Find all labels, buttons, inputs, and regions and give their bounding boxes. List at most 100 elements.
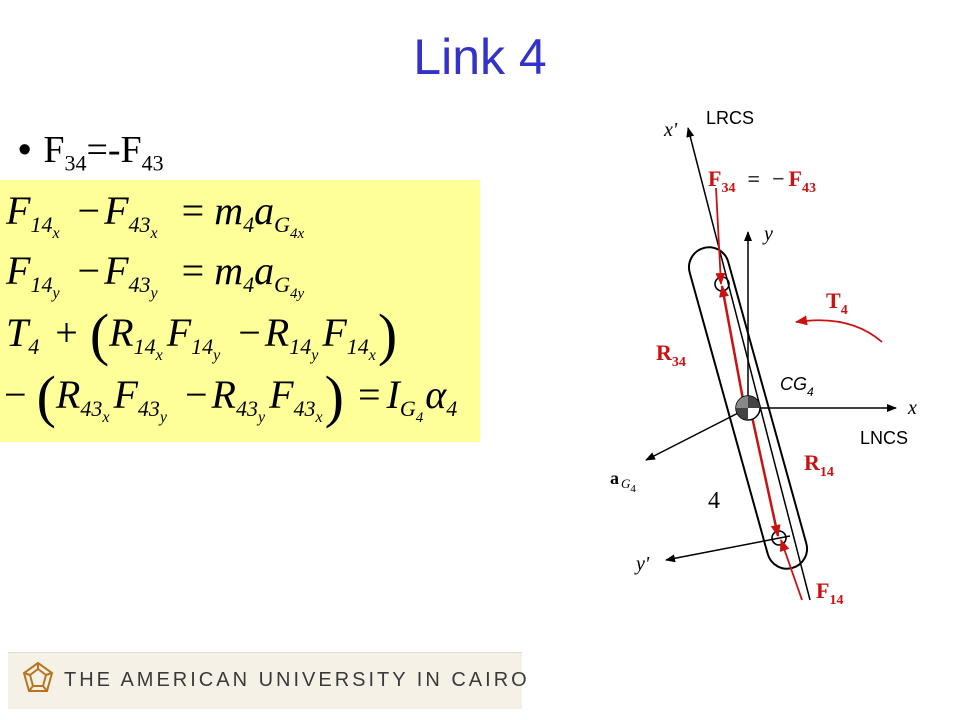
ag-sub2: 4 [630,483,636,495]
r14-label: R14 [804,450,834,480]
eq4-f43b: F [268,372,294,417]
t4-label: T4 [826,288,848,318]
ag-letter: a [610,468,619,488]
ag-sub: G [621,476,631,491]
f34-label: F [708,166,721,191]
eq4-f43-subsub: y [158,409,168,426]
t4-letter: T [826,288,841,313]
f14-letter: F [816,578,829,603]
eq1-f43-subsub: x [150,225,158,242]
eq4-i-sub: G [400,396,416,421]
equation-1: F14x −F43x =m4aG4x [5,188,305,247]
eq1-a-sub2: 4 [290,226,298,242]
eq3-rparen: ) [378,302,397,367]
eq3-r14-sub: 14 [134,334,156,359]
eq1-a: a [254,188,274,233]
eq2-f43: F [103,248,129,293]
eq2-f14-subsub: y [50,285,60,302]
eq3-f14-subsub: y [211,347,221,364]
y-label: y [762,223,773,245]
y-prime-label: y' [634,553,650,575]
equation-4: − (R43xF43y −R43yF43x) =IG4α4 [4,364,457,431]
r34-sub: 34 [672,355,686,370]
eq3-t-sub: 4 [28,334,39,359]
eq4-r43b-sub: 43 [236,396,258,421]
eq4-alpha: α [425,372,447,417]
eq4-r43: R [55,372,80,417]
f14-arrow [779,539,803,601]
eq1-f14-subsub: x [51,225,59,242]
eq2-f14: F [5,248,31,293]
eq2-a-sub: G [274,272,290,297]
link4-diagram: LRCS x' F34=−F43 y T4 R34 CG4 x LNCS R14… [610,108,917,608]
x-prime-axis [686,127,811,601]
svg-text:T4 + (R14xF14y: T4 + (R14xF14y −R14yF14x) [6,302,397,369]
footer-banner: THE AMERICAN UNIVERSITY IN CAIRO [8,652,527,709]
r34-vector [719,285,746,406]
eq3-r14: R [108,310,133,355]
bullet-f34-sub: 34 [64,150,87,176]
eq4-alpha-sub: 4 [446,396,457,421]
eq3-f14b-sub: 14 [347,334,369,359]
bullet-f43-sub: 43 [141,150,164,176]
eq1-equals: = [182,188,205,233]
equation-2: F14y −F43y =m4aG4y [5,248,305,307]
eq3-f14-sub: 14 [191,334,213,359]
f14-label: F14 [816,578,843,608]
eq3-r14-subsub: x [155,347,163,364]
eq3-plus: + [55,310,78,355]
eq1-f14: F [5,188,31,233]
eq2-m: m [214,248,243,293]
f34-sub: 34 [721,181,735,196]
eq4-lparen: ( [37,364,56,429]
eq2-a: a [254,248,274,293]
svg-text:F14y −F43y =m4: F14y −F43y =m4aG4y [5,248,305,307]
eq1-f43-sub: 43 [129,212,151,237]
lncs-label: LNCS [860,428,908,448]
svg-text:F14x −F43x =m4: F14x −F43x =m4aG4x [5,188,305,247]
lrcs-label: LRCS [706,108,754,128]
eq4-r43-sub: 43 [80,396,102,421]
eq2-f14-sub: 14 [30,272,52,297]
r14-sub: 14 [820,465,834,480]
eq2-f43-sub: 43 [129,272,151,297]
r34-letter: R [656,340,673,365]
x-label: x [907,397,917,419]
f34-eq: = [747,166,760,191]
slide-title: Link 4 [413,29,547,85]
svg-text:− (R43xF43y −R: − (R43xF43y −R43yF43x) =IG4α4 [4,364,457,431]
cg-label: CG4 [780,374,814,399]
eq4-minus2: − [185,372,208,417]
eq4-equals: = [358,372,381,417]
bullet-item: •F34=-F43 [18,128,164,177]
eq1-m: m [214,188,243,233]
y-prime-axis [665,535,791,563]
eq4-i-sub2: 4 [416,410,424,426]
f34-equation-label: F34=−F43 [708,166,816,196]
f43-label: F [789,166,802,191]
eq3-minus: − [238,310,261,355]
eq4-i: I [386,372,402,417]
r14-letter: R [804,450,821,475]
eq2-minus: − [78,248,101,293]
eq2-a-sub2: 4 [290,286,298,302]
eq3-t: T [6,310,31,355]
eq3-f14b-subsub: x [368,347,376,364]
eq2-a-sub3: y [296,286,305,302]
f34-neg: − [772,166,785,191]
f43-sub: 43 [802,181,816,196]
footer-text: THE AMERICAN UNIVERSITY IN CAIRO [64,669,530,691]
eq1-a-sub: G [274,212,290,237]
bullet-f34: F [43,129,65,171]
t4-sub: 4 [841,303,848,318]
eq1-f43: F [103,188,129,233]
torque-arc [795,315,883,343]
eq1-a-sub3: x [297,226,305,242]
eq4-r43-subsub: x [101,409,109,426]
f14-sub: 14 [829,593,843,608]
eq3-lparen: ( [90,302,109,367]
x-prime-label: x' [663,119,678,141]
eq4-rparen: ) [325,364,344,429]
equation-box: F14x −F43x =m4aG4x F14y −F43y =m4aG4y T4… [0,180,480,442]
eq3-r14b-subsub: y [309,347,319,364]
